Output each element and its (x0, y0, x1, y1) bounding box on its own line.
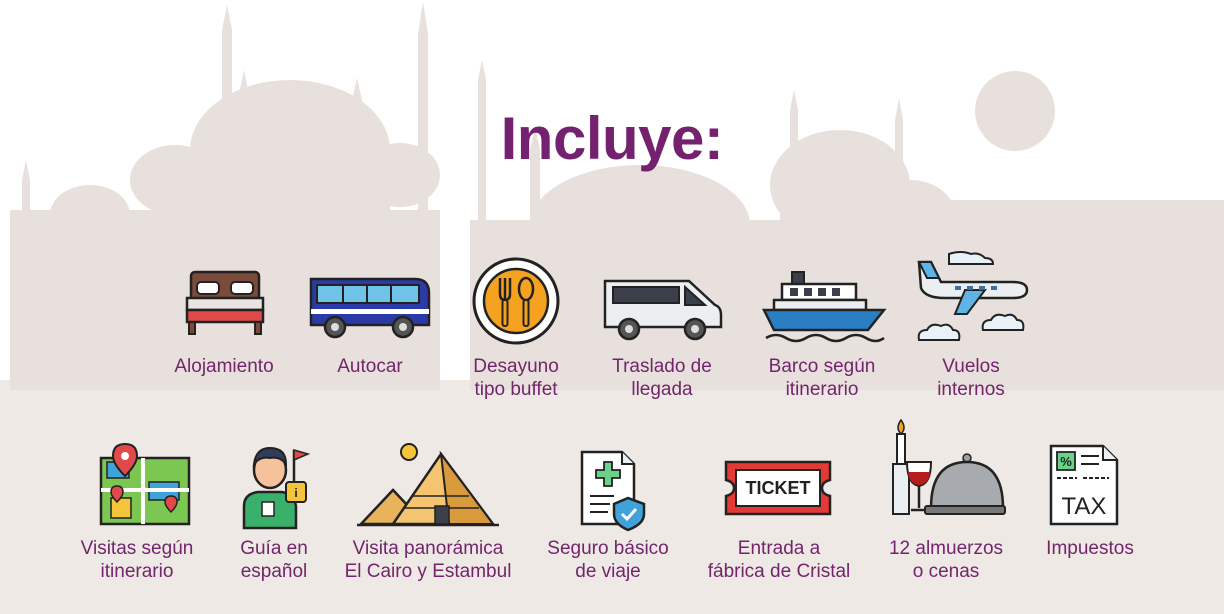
page-title: Incluye: (500, 105, 724, 172)
plate-cutlery-icon (472, 257, 560, 345)
svg-text:%: % (1060, 454, 1072, 469)
label-alojamiento: Alojamiento (174, 356, 274, 377)
tax-text: TAX (1062, 493, 1107, 520)
label-impuestos: Impuestos (1046, 538, 1134, 559)
tax-document-icon: % TAX (1049, 444, 1119, 526)
map-icon (99, 442, 191, 526)
bus-icon (309, 277, 431, 339)
dinner-icon (892, 418, 1006, 515)
insurance-document-icon (580, 450, 646, 532)
airplane-icon (917, 251, 1029, 341)
van-icon (603, 279, 723, 341)
label-autocar: Autocar (337, 356, 403, 377)
bed-icon (185, 270, 265, 335)
tour-guide-icon: i (242, 446, 311, 530)
pyramids-icon (357, 443, 499, 527)
ticket-icon: TICKET (724, 460, 832, 516)
ticket-text: TICKET (746, 478, 811, 498)
svg-text:i: i (294, 486, 297, 500)
ship-icon (761, 271, 887, 343)
